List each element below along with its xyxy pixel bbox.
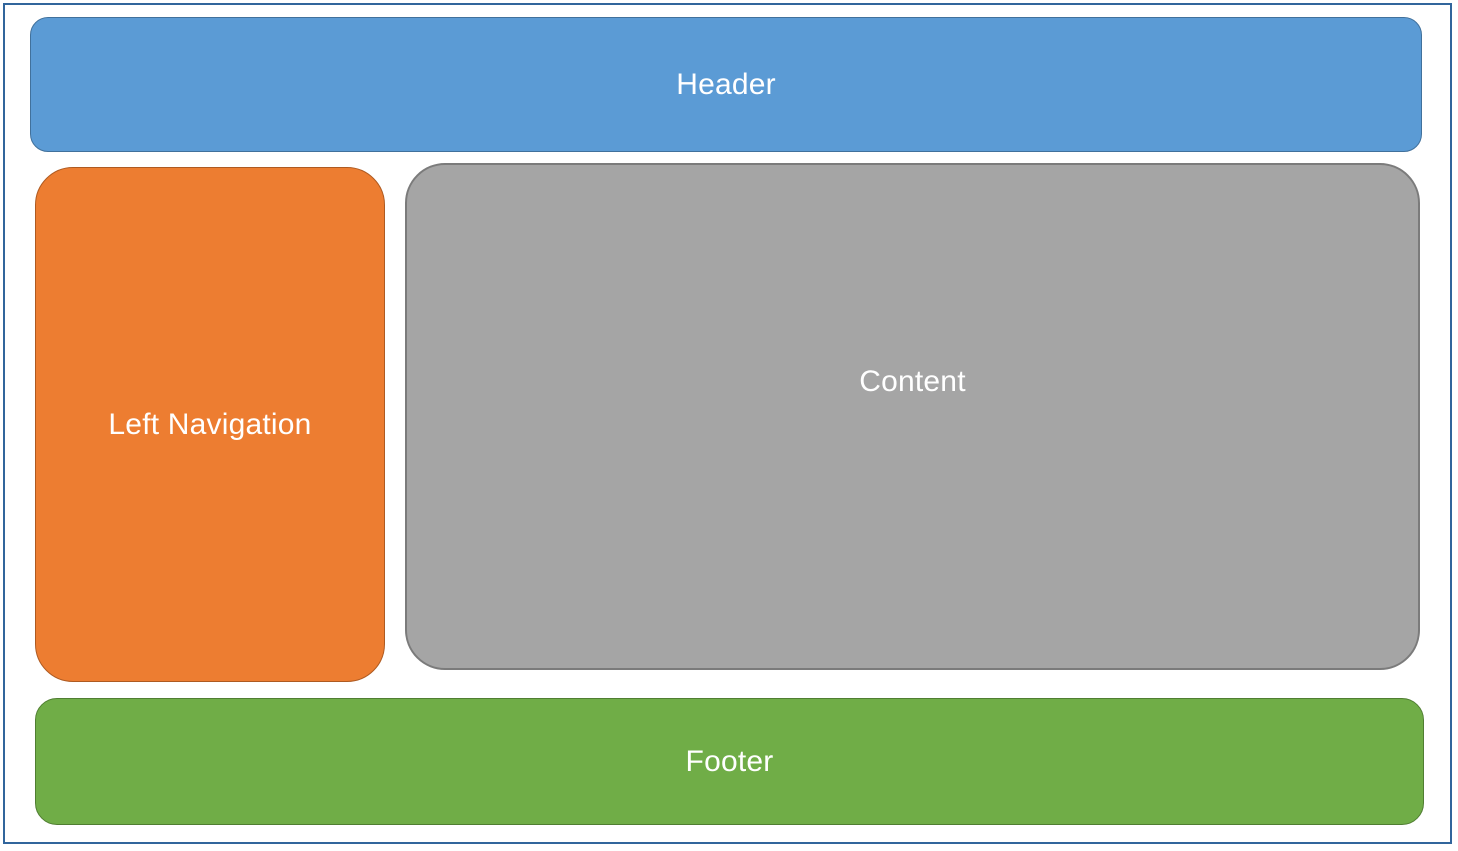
region-footer-label: Footer xyxy=(685,745,774,778)
region-header-label: Header xyxy=(676,68,776,101)
region-content[interactable]: Content xyxy=(405,163,1420,670)
region-content-label: Content xyxy=(859,365,966,398)
region-header[interactable]: Header xyxy=(30,17,1422,152)
region-footer[interactable]: Footer xyxy=(35,698,1424,825)
region-left-navigation-label: Left Navigation xyxy=(108,408,312,441)
region-left-navigation[interactable]: Left Navigation xyxy=(35,167,385,682)
